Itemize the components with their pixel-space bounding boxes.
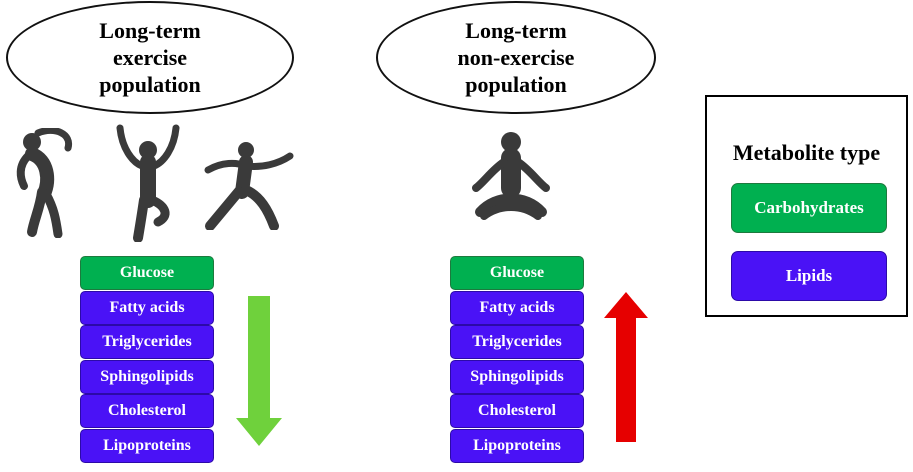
meditating-figure-icon [472, 132, 550, 220]
exercise-fatty-acids: Fatty acids [80, 290, 214, 325]
non-exercise-cholesterol: Cholesterol [450, 394, 584, 428]
exercise-cholesterol: Cholesterol [80, 394, 214, 428]
metabolite-label: Fatty acids [479, 298, 555, 316]
non-exercise-fatty-acids: Fatty acids [450, 290, 584, 325]
metabolite-label: Cholesterol [478, 402, 556, 419]
metabolite-label: Sphingolipids [470, 367, 564, 385]
exercise-population-title: Long-term exercise population [6, 1, 294, 114]
metabolite-label: Lipoproteins [473, 436, 561, 454]
metabolite-label: Lipoproteins [103, 436, 191, 454]
legend-title: Metabolite type [732, 140, 881, 165]
metabolite-label: Fatty acids [109, 298, 185, 316]
metabolite-label: Triglycerides [102, 333, 192, 350]
legend-lipids: Lipids [731, 251, 887, 301]
metabolite-label: Glucose [119, 264, 175, 281]
non-exercise-population-title: Long-term non-exercise population [376, 1, 656, 114]
jumping-figure-icon [116, 124, 180, 242]
exercise-glucose: Glucose [80, 256, 214, 290]
non-exercise-glucose: Glucose [450, 256, 584, 290]
non-exercise-triglycerides: Triglycerides [450, 325, 584, 359]
metabolite-label: Cholesterol [108, 402, 186, 419]
metabolite-type-legend: Metabolite type Carbohydrates Lipids [705, 95, 908, 317]
dancing-figure-icon [16, 128, 73, 238]
exercise-population-label: Long-term exercise population [99, 18, 201, 97]
decrease-arrow-icon [236, 296, 282, 446]
metabolite-label: Sphingolipids [100, 367, 194, 385]
non-exercise-lipoproteins: Lipoproteins [450, 428, 584, 463]
legend-carbohydrates: Carbohydrates [731, 183, 887, 233]
metabolite-label: Glucose [489, 264, 545, 281]
metabolite-label: Triglycerides [472, 333, 562, 350]
non-exercise-population-label: Long-term non-exercise population [457, 18, 575, 97]
exercise-triglycerides: Triglycerides [80, 325, 214, 359]
legend-lipids-label: Lipids [785, 266, 833, 285]
increase-arrow-icon [604, 292, 648, 442]
legend-carbohydrates-label: Carbohydrates [754, 198, 864, 217]
lunging-figure-icon [204, 142, 294, 230]
non-exercise-sphingolipids: Sphingolipids [450, 359, 584, 394]
exercise-sphingolipids: Sphingolipids [80, 359, 214, 394]
exercise-lipoproteins: Lipoproteins [80, 428, 214, 463]
